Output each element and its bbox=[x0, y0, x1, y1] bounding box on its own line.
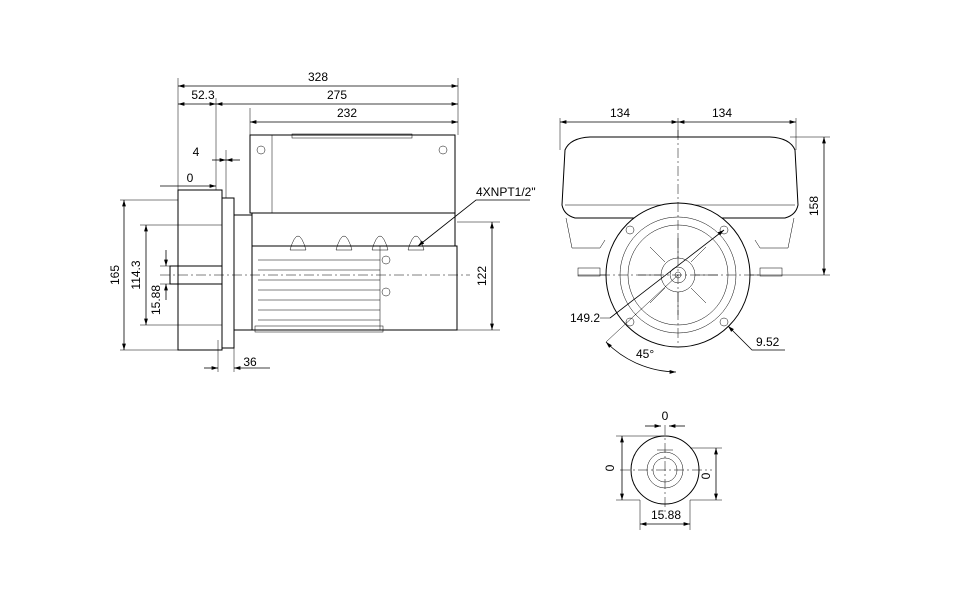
detail-left-offset: 0 bbox=[603, 464, 617, 471]
dim-shaft-diameter: 15.88 bbox=[149, 285, 163, 315]
flange-spigot bbox=[221, 197, 235, 349]
terminal-box bbox=[249, 134, 456, 214]
detail-right-offset: 0 bbox=[699, 472, 713, 479]
dim-width-left: 134 bbox=[610, 106, 630, 120]
dim-overall-length: 328 bbox=[308, 70, 328, 84]
dim-shaft-origin: 0 bbox=[187, 171, 194, 185]
dim-flange-to-end: 275 bbox=[327, 88, 347, 102]
conduit-label: 4XNPT1/2" bbox=[476, 185, 536, 199]
dim-body-length: 232 bbox=[337, 106, 357, 120]
flange-plate bbox=[177, 189, 223, 351]
side-view: 328 52.3 275 232 4 0 165 114.3 15.88 122… bbox=[108, 70, 536, 372]
shaft-detail-view: 0 0 0 15.88 bbox=[603, 409, 722, 530]
dim-angle: 45° bbox=[636, 347, 654, 361]
dim-hole-diameter: 9.52 bbox=[756, 335, 780, 349]
dim-bolt-circle: 149.2 bbox=[570, 311, 600, 325]
dim-flange-thickness: 36 bbox=[243, 355, 257, 369]
conduit-entries bbox=[289, 235, 425, 251]
dim-axis-height: 122 bbox=[475, 266, 489, 286]
detail-diameter: 15.88 bbox=[651, 508, 681, 522]
detail-top-offset: 0 bbox=[662, 409, 669, 423]
dim-flange-height: 165 bbox=[108, 265, 122, 285]
dim-flange-gap: 4 bbox=[193, 145, 200, 159]
cooling-fins bbox=[258, 259, 380, 321]
dim-shaft-offset: 52.3 bbox=[191, 88, 215, 102]
front-view: 134 134 158 149.2 45° 9.52 bbox=[559, 106, 830, 374]
dim-pilot-diameter: 114.3 bbox=[129, 260, 143, 289]
motor-body bbox=[251, 245, 458, 331]
dim-width-right: 134 bbox=[712, 106, 732, 120]
dim-height: 158 bbox=[807, 196, 821, 216]
terminal-box-front bbox=[561, 136, 799, 219]
front-bearing-housing bbox=[233, 214, 253, 331]
